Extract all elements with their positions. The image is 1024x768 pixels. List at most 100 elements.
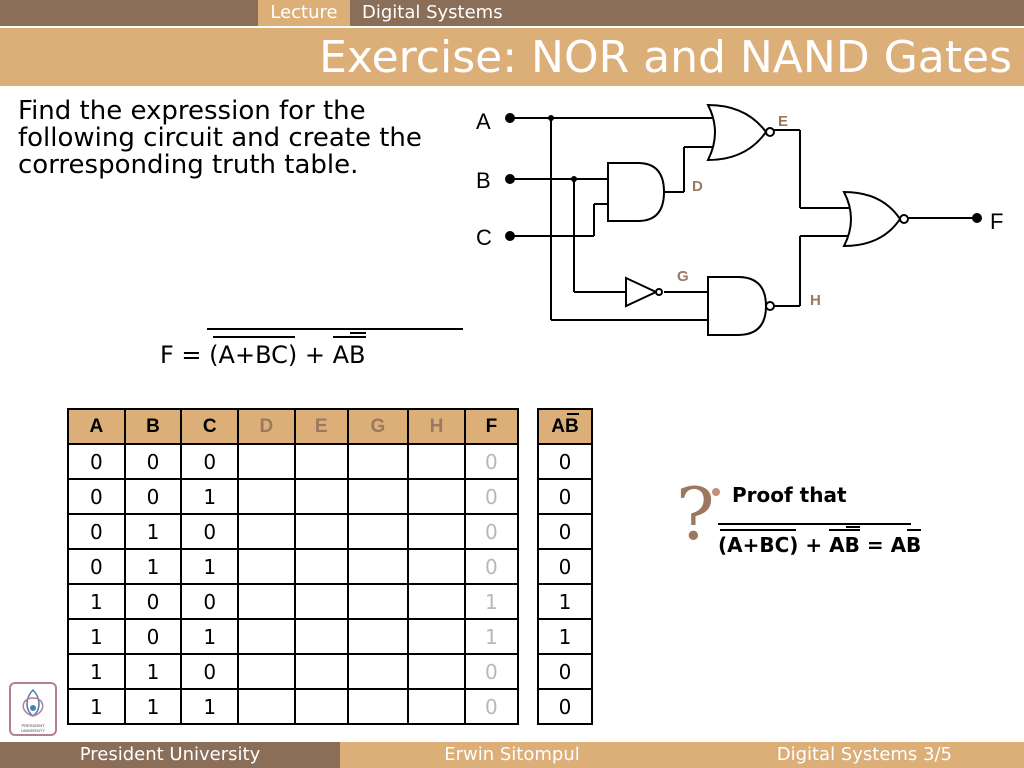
col-f: F [463,408,520,445]
table-cell: 1 [180,618,240,655]
table-cell: 0 [463,548,520,585]
table-cell [346,513,410,550]
col-a: A [67,408,126,445]
table-cell [407,688,466,725]
table-cell [237,478,296,515]
table-cell [407,653,466,690]
table-row: 0 [537,513,593,550]
col-h: H [407,408,466,445]
table-cell [346,478,410,515]
table-cell: 1 [537,618,593,655]
table-cell [237,443,296,480]
table-cell: 0 [463,513,520,550]
lecture-tab[interactable]: Lecture [258,0,350,26]
table-cell: 0 [123,478,183,515]
formula-prefix: F = [160,341,210,369]
table-cell: 0 [537,443,593,480]
table-cell [407,443,466,480]
formula-term2-bar [332,336,366,338]
table-cell: 0 [537,688,593,725]
table-cell [293,548,349,585]
table-cell: 0 [67,548,126,585]
table-cell: 1 [123,653,183,690]
course-tab[interactable]: Digital Systems [362,2,503,23]
table-cell: 0 [123,443,183,480]
table-cell [293,583,349,620]
table-cell [293,478,349,515]
table-row: 0 [537,548,593,585]
table-cell: 0 [67,443,126,480]
table-cell: 1 [537,583,593,620]
input-label-b: B [476,168,491,193]
table-cell [293,688,349,725]
table-cell: 0 [123,583,183,620]
question-mark-icon: ? [676,472,715,556]
table-cell [346,688,410,725]
table-cell: 0 [180,443,240,480]
table-cell [293,653,349,690]
table-cell [293,618,349,655]
input-label-a: A [476,109,491,134]
table-cell: 0 [537,513,593,550]
table-cell: 0 [67,513,126,550]
table-cell: 1 [463,583,520,620]
table-cell [346,443,410,480]
table-cell: 0 [463,653,520,690]
col-e: E [293,408,349,445]
table-cell: 0 [463,478,520,515]
svg-text:UNIVERSITY: UNIVERSITY [21,728,45,733]
table-row: 0 [537,653,593,690]
table-cell [407,618,466,655]
table-cell: 0 [180,653,240,690]
title-bar [0,28,1024,86]
table-cell: 1 [180,478,240,515]
slide-title: Exercise: NOR and NAND Gates [319,32,1012,83]
table-cell [346,618,410,655]
bullet-icon [712,488,720,496]
svg-text:PRESIDENT: PRESIDENT [22,723,45,728]
col-g: G [346,408,410,445]
table-cell [346,583,410,620]
table-cell [237,688,296,725]
table-cell: 0 [180,583,240,620]
table-cell [237,513,296,550]
table-cell: 0 [123,618,183,655]
table-cell: 1 [123,548,183,585]
formula-b-bar [349,332,366,334]
table-cell: 1 [180,688,240,725]
table-cell [237,583,296,620]
table-cell: 1 [67,688,126,725]
formula-plus: + [297,341,333,369]
formula-outer-bar [207,328,464,330]
top-bar [0,0,1024,26]
col-ab: AB [537,408,593,445]
table-cell [346,653,410,690]
table-cell [293,443,349,480]
input-label-c: C [476,225,492,250]
table-cell: 0 [463,688,520,725]
node-label-h: H [810,292,821,309]
table-cell: 1 [180,548,240,585]
table-row: 1 [537,618,593,655]
truth-table-header: A B C D E G H F [67,408,520,445]
instructions-text: Find the expression for the following ci… [18,96,422,180]
node-label-d: D [692,178,703,195]
table-cell: 0 [463,443,520,480]
output-label-f: F [990,209,1003,234]
table-cell [237,548,296,585]
table-cell [407,548,466,585]
table-cell [237,618,296,655]
footer: President University Erwin Sitompul Digi… [0,742,1024,768]
footer-left: President University [0,742,340,768]
